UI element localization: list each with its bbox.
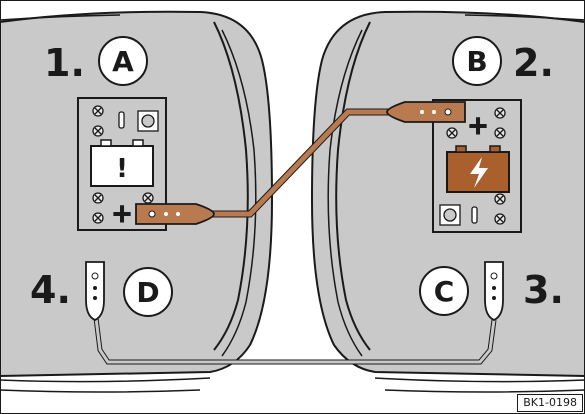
positive-terminal-a: +: [111, 199, 133, 229]
warning-symbol: !: [116, 154, 128, 184]
battery-discharged: ! +: [77, 97, 215, 231]
negative-cable: [94, 317, 496, 364]
battery-donor: +: [386, 99, 522, 233]
clamp-c: [484, 261, 504, 321]
circle-label-a-text: A: [112, 45, 134, 78]
positive-terminal-b: +: [467, 111, 489, 141]
positive-cable: [210, 109, 392, 217]
step-2-label: 2.: [513, 41, 554, 85]
circle-label-d-text: D: [136, 276, 159, 309]
lightning-battery-icon: [446, 145, 510, 193]
circle-label-a: A: [98, 36, 148, 86]
circle-label-c: C: [419, 266, 469, 316]
step-3-label: 3.: [523, 268, 564, 312]
warning-battery-icon: !: [90, 139, 154, 187]
step-1-label: 1.: [44, 41, 85, 85]
circle-label-b-text: B: [466, 45, 487, 78]
circle-label-d: D: [123, 267, 173, 317]
battery-a-screws: [92, 105, 154, 224]
clamp-b: [386, 101, 466, 123]
clamp-a: [135, 203, 215, 225]
clamp-d: [85, 261, 105, 321]
circle-label-c-text: C: [434, 275, 455, 308]
step-4-label: 4.: [30, 268, 71, 312]
figure-code: BK1-0198: [517, 394, 583, 412]
circle-label-b: B: [452, 36, 502, 86]
